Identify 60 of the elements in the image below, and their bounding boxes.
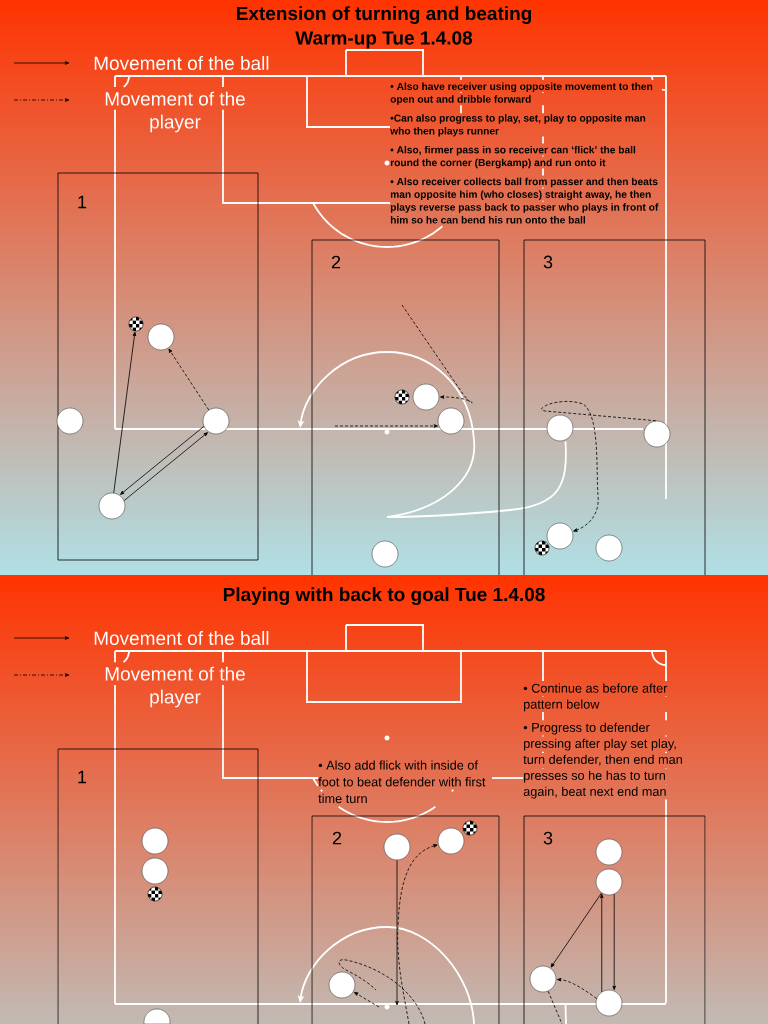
player-circle	[141, 827, 169, 855]
player-circle	[546, 414, 574, 442]
ball	[128, 316, 144, 332]
legend-text: Movement of the ball	[94, 56, 269, 70]
note-text: • Progress to defender pressing after play set play, turn defender, then end man presses so he has to turn again, beat next end man	[523, 722, 682, 799]
zone-box: 2	[311, 239, 500, 576]
arrow	[113, 331, 137, 494]
arrow	[550, 892, 602, 968]
player-circle	[371, 540, 399, 568]
zone-box: 2	[311, 815, 500, 1024]
player-circle	[529, 965, 557, 993]
player-circle	[147, 323, 175, 351]
arrow	[395, 859, 399, 1006]
note-text: • Also add flick with inside of foot to beat defender with first time turn	[318, 760, 486, 804]
note-text: •Can also progress to play, set, play to opposite man who then plays runner	[390, 114, 646, 137]
note-text: • Continue as before after pattern below	[523, 683, 668, 712]
zone-box: 3	[523, 239, 706, 576]
note-text: • Also have receiver using opposite movement to then open out and dribble forward	[390, 82, 653, 105]
player-circle	[546, 522, 574, 550]
note-text: • Also receiver collects ball from passer and then beats man opposite him (who closes) straight away, he then plays reverse pass back to passer who plays in front of him so he can bend his run onto the ball	[390, 177, 659, 224]
ball	[394, 389, 410, 405]
ball	[462, 820, 478, 836]
zone-box: 1	[57, 172, 259, 561]
zone-box: 1	[57, 748, 259, 1024]
player-circle	[643, 420, 671, 448]
slide-title: Extension of turning and beating Warm-up Tue 1.4.08	[236, 6, 532, 49]
ball	[147, 886, 163, 902]
legend-text: Movement of the player	[105, 91, 245, 133]
arrow	[120, 426, 205, 495]
dashed-line	[547, 990, 563, 1024]
legend-text: Movement of the ball	[94, 631, 269, 645]
player-circle	[595, 534, 623, 562]
player-circle	[141, 857, 169, 885]
player-circle	[437, 407, 465, 435]
arrow	[600, 893, 604, 993]
ball	[534, 540, 550, 556]
slide-title: Playing with back to goal Tue 1.4.08	[223, 587, 545, 605]
dashed-arrow	[541, 401, 657, 532]
player-circle	[56, 407, 84, 435]
player-circle	[328, 971, 356, 999]
player-circle	[595, 838, 623, 866]
player-circle	[202, 407, 230, 435]
player-circle	[412, 383, 440, 411]
player-circle	[437, 827, 465, 855]
dashed-arrow	[168, 348, 210, 411]
player-circle	[143, 1008, 171, 1024]
dashed-arrow	[334, 424, 438, 428]
arrow	[612, 893, 616, 991]
zone-box: 3	[523, 815, 706, 1024]
dashed-arrow	[354, 992, 380, 1008]
note-text: • Also, firmer pass in so receiver can ‘flick’ the ball round the corner (Bergkamp) and run onto it	[390, 145, 636, 169]
player-circle	[595, 868, 623, 896]
player-circle	[383, 833, 411, 861]
legend-text: Movement of the player	[105, 666, 245, 708]
player-circle	[98, 492, 126, 520]
player-circle	[595, 989, 623, 1017]
arrow	[123, 432, 208, 501]
dashed-arrow	[401, 304, 473, 404]
dashed-arrow	[557, 977, 597, 999]
dashed-arrow	[397, 844, 438, 1024]
